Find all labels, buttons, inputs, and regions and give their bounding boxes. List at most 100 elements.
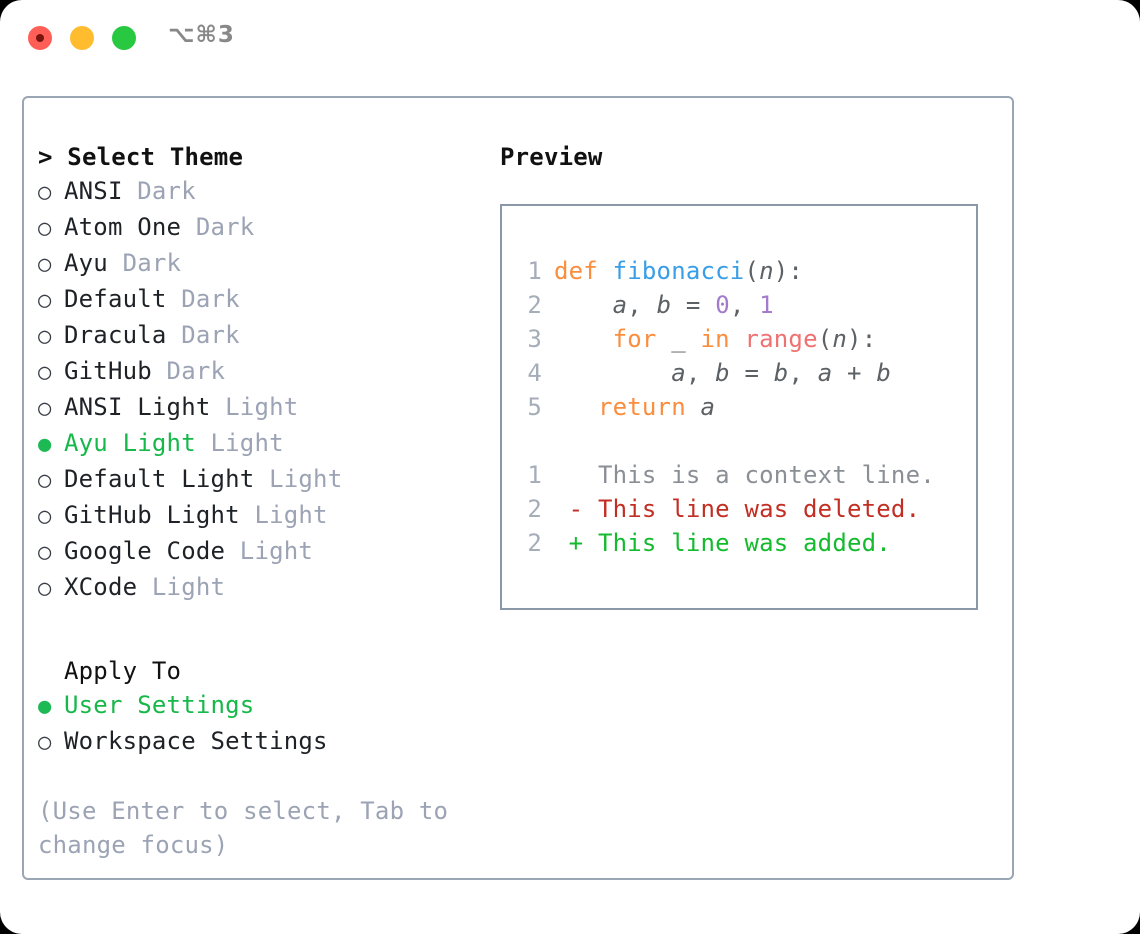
theme-option-name: GitHub <box>64 357 152 385</box>
code-token: n <box>832 325 848 353</box>
code-token <box>554 393 598 421</box>
diff-line-content: + This line was added. <box>554 529 891 557</box>
select-theme-header: > Select Theme <box>38 143 244 171</box>
apply-to-header: Apply To <box>64 657 182 685</box>
theme-option-name: GitHub Light <box>64 501 240 529</box>
theme-option-kind: Dark <box>166 285 240 313</box>
theme-option-kind: Light <box>137 573 226 601</box>
code-token <box>730 325 745 353</box>
minimize-button[interactable] <box>70 26 94 50</box>
theme-option-ansi-light[interactable]: ○ANSI Light Light <box>38 390 488 426</box>
code-token: def <box>554 257 598 285</box>
diff-line: 2 + This line was added. <box>514 526 976 560</box>
theme-option-default[interactable]: ○ Default Dark <box>38 282 488 318</box>
theme-option-list: ○ANSI Dark○Atom One Dark○Ayu Dark○Defaul… <box>38 174 488 606</box>
theme-option-kind: Light <box>239 501 328 529</box>
code-token: for <box>612 325 657 353</box>
radio-unselected-icon: ○ <box>38 730 52 755</box>
code-line-content: return a <box>554 390 715 424</box>
apply-to-option-user-settings[interactable]: ● User Settings <box>38 688 488 724</box>
diff-line: 1 This is a context line. <box>514 458 976 492</box>
theme-option-xcode[interactable]: ○ XCode Light <box>38 570 488 606</box>
theme-option-ayu[interactable]: ○Ayu Dark <box>38 246 488 282</box>
theme-option-name: Atom One <box>64 213 182 241</box>
diff-line-number: 2 <box>527 495 542 523</box>
theme-option-name: Google Code <box>64 537 226 565</box>
code-token: return <box>597 393 686 421</box>
keyboard-shortcut-label: ⌥⌘3 <box>168 22 235 48</box>
code-token: b <box>715 359 730 387</box>
preview-title: Preview <box>500 143 603 171</box>
apply-to-option-name: User Settings <box>64 691 255 719</box>
code-token: , <box>729 291 760 319</box>
code-token: + <box>832 359 877 387</box>
theme-option-name: Ayu Light <box>64 429 196 457</box>
content-card: > Select Theme ○ANSI Dark○Atom One Dark○… <box>22 96 1014 880</box>
diff-line-number: 2 <box>527 529 542 557</box>
theme-option-ayu-light[interactable]: ●Ayu Light Light <box>38 426 488 462</box>
code-token: b <box>656 291 672 319</box>
traffic-lights <box>28 26 136 50</box>
theme-option-google-code[interactable]: ○Google Code Light <box>38 534 488 570</box>
code-line: 4 a, b = b, a + b <box>514 356 976 390</box>
code-line-number: 4 <box>527 359 542 387</box>
theme-option-name: XCode <box>64 573 138 601</box>
hint-spacer <box>38 760 488 794</box>
theme-option-name: ANSI <box>64 177 123 205</box>
apply-to-option-list: ● User Settings ○Workspace Settings <box>38 688 488 760</box>
code-token: b <box>876 359 892 387</box>
theme-option-kind: Dark <box>107 249 182 277</box>
close-button[interactable] <box>28 26 52 50</box>
code-token: ( <box>744 257 760 285</box>
theme-option-github-light[interactable]: ○ GitHub Light Light <box>38 498 488 534</box>
code-token <box>554 291 613 319</box>
code-token <box>598 257 613 285</box>
theme-option-kind: Dark <box>166 321 240 349</box>
code-line-number: 5 <box>527 393 542 421</box>
diff-line-content: This is a context line. <box>554 461 935 489</box>
code-line-number: 3 <box>527 325 542 353</box>
radio-unselected-icon: ○ <box>38 396 52 421</box>
theme-option-name: Dracula <box>64 321 167 349</box>
radio-unselected-icon: ○ <box>38 180 52 205</box>
theme-option-kind: Dark <box>151 357 226 385</box>
radio-selected-icon: ● <box>38 432 52 457</box>
theme-option-default-light[interactable]: ○ Default Light Light <box>38 462 488 498</box>
diff-preview: 1 This is a context line.2 - This line w… <box>514 458 976 560</box>
code-line-content: a, b = b, a + b <box>554 356 891 390</box>
code-token: a <box>700 393 716 421</box>
theme-option-kind: Light <box>254 465 343 493</box>
radio-unselected-icon: ○ <box>38 216 52 241</box>
radio-selected-icon: ● <box>38 694 52 719</box>
theme-option-name: Default <box>64 285 167 313</box>
radio-unselected-icon: ○ <box>38 288 52 313</box>
code-token: in <box>700 325 730 353</box>
code-token <box>554 325 613 353</box>
code-token: 1 <box>759 291 774 319</box>
code-token: range <box>744 325 818 353</box>
theme-option-dracula[interactable]: ○Dracula Dark <box>38 318 488 354</box>
theme-option-atom-one[interactable]: ○Atom One Dark <box>38 210 488 246</box>
maximize-button[interactable] <box>112 26 136 50</box>
code-token <box>554 359 671 387</box>
theme-option-github[interactable]: ○GitHub Dark <box>38 354 488 390</box>
diff-line-number: 1 <box>527 461 542 489</box>
code-token: a <box>817 359 833 387</box>
code-token: 0 <box>715 291 730 319</box>
radio-unselected-icon: ○ <box>38 576 52 601</box>
apply-to-option-workspace-settings[interactable]: ○Workspace Settings <box>38 724 488 760</box>
theme-option-name: ANSI Light <box>64 393 211 421</box>
code-token: = <box>671 291 716 319</box>
code-line-content: for _ in range(n): <box>554 322 877 356</box>
radio-unselected-icon: ○ <box>38 468 52 493</box>
code-line-content: a, b = 0, 1 <box>554 288 774 322</box>
theme-option-ansi[interactable]: ○ANSI Dark <box>38 174 488 210</box>
code-token <box>686 393 701 421</box>
code-token: _ <box>656 325 701 353</box>
theme-option-name: Default Light <box>64 465 255 493</box>
diff-line: 2 - This line was deleted. <box>514 492 976 526</box>
radio-unselected-icon: ○ <box>38 504 52 529</box>
